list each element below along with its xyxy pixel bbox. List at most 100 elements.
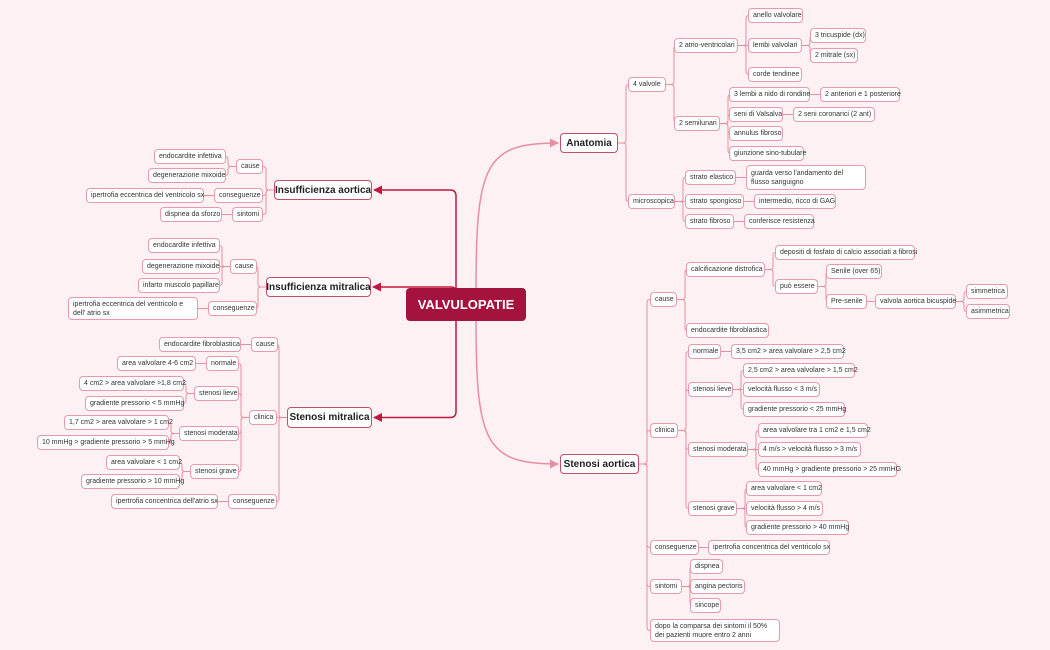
node-sm-normale-area[interactable]: area valvolare 4-6 cm2 xyxy=(117,356,196,371)
node-sa-sintomi[interactable]: sintomi xyxy=(650,579,682,594)
node-sa-stenosi-lieve[interactable]: stenosi lieve xyxy=(688,382,733,397)
node-sa-normale-area[interactable]: 3,5 cm2 > area valvolare > 2,5 cm2 xyxy=(731,344,846,359)
node-im-ipertrofia[interactable]: ipertrofia eccentrica del ventricolo e d… xyxy=(68,297,198,320)
node-sa-clinica[interactable]: clinica xyxy=(650,423,678,438)
node-sm-stenosi-lieve[interactable]: stenosi lieve xyxy=(194,386,239,401)
node-sm-clinica[interactable]: clinica xyxy=(249,410,277,425)
node-4-valvole[interactable]: 4 valvole xyxy=(628,77,666,92)
node-anello-valvolare[interactable]: anello valvolare xyxy=(748,8,803,23)
node-corde-tendinee[interactable]: corde tendinee xyxy=(748,67,802,82)
connector-line xyxy=(618,142,630,202)
node-sa-calcificazione[interactable]: calcificazione distrofica xyxy=(686,262,765,277)
node-elastico-descrizione[interactable]: guarda verso l'andamento del flusso sang… xyxy=(746,165,866,190)
node-sa-cause[interactable]: cause xyxy=(650,292,677,307)
node-sm-grave-gradiente[interactable]: gradiente pressorio > 10 mmHg xyxy=(81,474,184,489)
node-im-conseguenze[interactable]: conseguenze xyxy=(208,301,257,316)
node-sa-angina[interactable]: angina pectoris xyxy=(690,579,745,594)
node-sa-grave-velocita[interactable]: velocità flusso > 4 m/s xyxy=(746,501,823,516)
connector-line xyxy=(639,463,651,587)
node-im-mixoide[interactable]: degenerazione mixoide xyxy=(142,259,220,274)
node-sm-ipertrofia[interactable]: ipertrofia concentrica dell'atrio sx xyxy=(111,494,218,509)
node-sa-moderata-velocita[interactable]: 4 m/s > velocità flusso > 3 m/s xyxy=(758,442,861,457)
connector-line xyxy=(675,201,687,222)
node-strato-elastico[interactable]: strato elastico xyxy=(685,170,736,185)
node-sm-conseguenze[interactable]: conseguenze xyxy=(228,494,277,509)
node-giunzione-sino-tubulare[interactable]: giunzione sino-tubulare xyxy=(729,146,806,161)
connector-line xyxy=(748,449,760,470)
node-sa-grave-area[interactable]: area valvolare < 1 cm2 xyxy=(746,481,822,496)
node-strato-spongioso[interactable]: strato spongioso xyxy=(685,194,744,209)
node-sa-presenile[interactable]: Pre-senile xyxy=(826,294,867,309)
node-sa-sincope[interactable]: sincope xyxy=(690,598,721,613)
node-semilunari[interactable]: 2 semilunari xyxy=(674,116,720,131)
node-sa-stenosi-moderata[interactable]: stenosi moderata xyxy=(688,442,748,457)
node-lembi-valvolari[interactable]: lembi valvolari xyxy=(748,38,802,53)
node-ia-cause[interactable]: cause xyxy=(236,159,263,174)
node-sa-endocardite[interactable]: endocardite fibroblastica xyxy=(686,323,769,338)
node-seni-coronarici[interactable]: 2 seni coronarici (2 ant) xyxy=(793,107,875,122)
node-sa-lieve-velocita[interactable]: velocità flusso < 3 m/s xyxy=(743,382,820,397)
node-nido-di-rondine[interactable]: 3 lembi a nido di rondine xyxy=(729,87,810,102)
node-sm-cause[interactable]: cause xyxy=(251,337,278,352)
node-sm-endocardite[interactable]: endocardite fibroblastica xyxy=(159,337,241,352)
connector-line xyxy=(237,417,249,472)
node-fibroso-descrizione[interactable]: conferisce resistenza xyxy=(744,214,815,229)
node-sa-simmetrica[interactable]: simmetrica xyxy=(966,284,1008,299)
connector-line xyxy=(275,417,287,502)
central-topic[interactable]: VALVULOPATIE xyxy=(406,288,526,321)
node-sa-normale[interactable]: normale xyxy=(688,344,721,359)
node-strato-fibroso[interactable]: strato fibroso xyxy=(685,214,734,229)
node-sa-senile[interactable]: Senile (over 65) xyxy=(826,264,882,279)
node-sa-lieve-gradiente[interactable]: gradiente pressorio < 25 mmHg xyxy=(743,402,846,417)
node-sa-moderata-gradiente[interactable]: 40 mmHg > gradiente pressorio > 25 mmHG xyxy=(758,462,901,477)
node-sa-puo-essere[interactable]: può essere xyxy=(775,279,818,294)
node-ia-dispnea[interactable]: dispnea da sforzo xyxy=(160,207,222,222)
topic-stenosi-mitralica[interactable]: Stenosi mitralica xyxy=(287,407,372,428)
node-ia-mixoide[interactable]: degenerazione mixoide xyxy=(148,168,226,183)
connector-line xyxy=(956,301,968,312)
node-sm-normale[interactable]: normale xyxy=(206,356,239,371)
node-sa-prognosi[interactable]: dopo la comparsa dei sintomi il 50% dei … xyxy=(650,619,780,642)
node-seni-valsalva[interactable]: seni di Valsalva xyxy=(729,107,783,122)
node-sa-dispnea[interactable]: dispnea xyxy=(690,559,723,574)
topic-anatomia[interactable]: Anatomia xyxy=(560,133,618,153)
connector-line xyxy=(237,363,249,418)
node-ia-conseguenze[interactable]: conseguenze xyxy=(214,188,263,203)
node-sa-asimmetrica[interactable]: asimmetrica xyxy=(966,304,1010,319)
node-mitrale[interactable]: 2 mitrale (sx) xyxy=(810,48,858,63)
node-sm-moderata-area[interactable]: 1,7 cm2 > area valvolare > 1 cm2 xyxy=(64,415,173,430)
node-spongioso-descrizione[interactable]: intermedio, ricco di GAG xyxy=(754,194,836,209)
node-ia-ipertrofia[interactable]: ipertrofia eccentrica del ventricolo sx xyxy=(86,188,204,203)
node-sa-conseguenze[interactable]: conseguenze xyxy=(650,540,699,555)
node-sa-grave-gradiente[interactable]: gradiente pressorio > 40 mmHg xyxy=(746,520,849,535)
node-sm-grave-area[interactable]: area valvolare < 1 cm2 xyxy=(106,455,182,470)
node-atrio-ventricolari[interactable]: 2 atrio-ventricolari xyxy=(674,38,738,53)
node-sm-stenosi-grave[interactable]: stenosi grave xyxy=(190,464,239,479)
node-im-infarto[interactable]: infarto muscolo papillare xyxy=(138,278,220,293)
node-sa-bicuspide[interactable]: valvola aortica bicuspide xyxy=(875,294,956,309)
connector-line xyxy=(275,344,287,418)
node-sa-depositi[interactable]: depositi di fosfato di calcio associati … xyxy=(775,245,917,260)
node-sm-stenosi-moderata[interactable]: stenosi moderata xyxy=(179,426,239,441)
connector-line xyxy=(178,471,190,482)
node-anteriori-posteriore[interactable]: 2 anteriori e 1 posteriore xyxy=(820,87,901,102)
topic-insufficienza-mitralica[interactable]: Insufficienza mitralica xyxy=(266,277,371,297)
node-sm-lieve-area[interactable]: 4 cm2 > area valvolare >1,8 cm2 xyxy=(79,376,186,391)
node-ia-sintomi[interactable]: sintomi xyxy=(232,207,263,222)
topic-insufficienza-aortica[interactable]: Insufficienza aortica xyxy=(274,180,372,200)
node-sa-ipertrofia[interactable]: ipertrofia concentrica del ventricolo sx xyxy=(708,540,830,555)
node-microscopica[interactable]: microscopica xyxy=(628,194,675,209)
node-tricuspide[interactable]: 3 tricuspide (dx) xyxy=(810,28,866,43)
node-im-endocardite[interactable]: endocardite infettiva xyxy=(148,238,220,253)
node-sa-lieve-area[interactable]: 2,5 cm2 > area valvolare > 1,5 cm2 xyxy=(743,363,858,378)
node-sm-moderata-gradiente[interactable]: 10 mmHg > gradiente pressorio > 5 mmHg xyxy=(37,435,175,450)
node-ia-endocardite[interactable]: endocardite infettiva xyxy=(154,149,226,164)
connector-line xyxy=(262,166,274,191)
node-sm-lieve-gradiente[interactable]: gradiente pressorio < 5 mmHg xyxy=(85,396,184,411)
node-im-cause[interactable]: cause xyxy=(230,259,257,274)
node-sa-stenosi-grave[interactable]: stenosi grave xyxy=(688,501,737,516)
topic-stenosi-aortica[interactable]: Stenosi aortica xyxy=(560,454,639,474)
node-sa-moderata-area[interactable]: area valvolare tra 1 cm2 e 1,5 cm2 xyxy=(758,423,871,438)
connector-line xyxy=(237,417,249,434)
node-annulus-fibroso[interactable]: annulus fibroso xyxy=(729,126,783,141)
